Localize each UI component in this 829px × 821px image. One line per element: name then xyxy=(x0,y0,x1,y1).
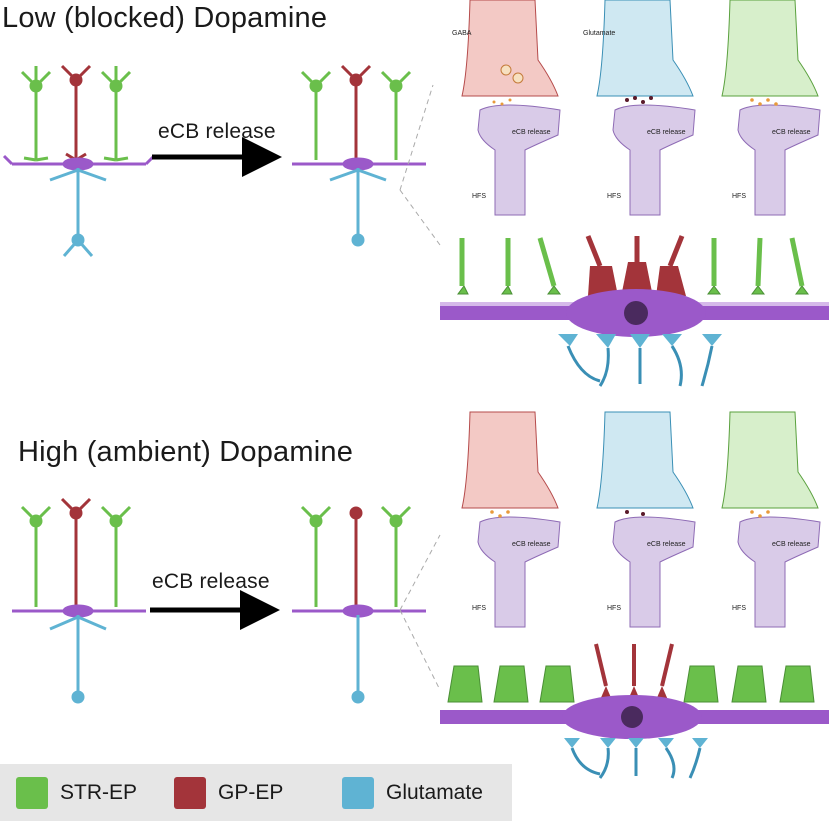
arrow-label-low: eCB release xyxy=(158,120,276,143)
legend-item-glutamate: Glutamate xyxy=(342,776,483,810)
legend-item-str-ep: STR-EP xyxy=(16,776,137,810)
ecb-label: eCB release xyxy=(647,129,686,136)
hfs-label: HFS xyxy=(472,605,486,612)
hfs-label: HFS xyxy=(732,605,746,612)
ecb-label: eCB release xyxy=(772,129,811,136)
legend-label-str-ep: STR-EP xyxy=(60,781,138,804)
synapse-panel-high-gp: eCB release HFS xyxy=(461,411,561,628)
ecb-label: eCB release xyxy=(772,541,811,548)
ecb-label: eCB release xyxy=(647,541,686,548)
heading-high-dopamine: High (ambient) Dopamine xyxy=(18,436,354,468)
arrow-high xyxy=(150,590,280,630)
arrow-label-high: eCB release xyxy=(152,570,270,593)
synapse-panel-low-glu: eCB release HFS Glutamate xyxy=(583,0,696,216)
legend: STR-EP GP-EP Glutamate xyxy=(0,764,512,821)
membrane-schematic-high xyxy=(440,643,829,779)
hfs-label: HFS xyxy=(607,193,621,200)
zoom-guides-high xyxy=(399,534,441,691)
membrane-schematic-low xyxy=(440,235,829,387)
arrow-low xyxy=(152,137,282,177)
zoom-guides-low xyxy=(399,84,441,246)
legend-label-glutamate: Glutamate xyxy=(386,781,483,804)
synapse-panel-high-glu: eCB release HFS xyxy=(596,411,696,628)
neuron-schematic-low-after xyxy=(292,64,426,247)
legend-item-gp-ep: GP-EP xyxy=(174,776,283,810)
legend-swatch-gp-ep xyxy=(174,777,206,809)
gaba-label: GABA xyxy=(452,30,472,37)
synapse-panel-high-str: eCB release HFS xyxy=(721,411,821,628)
legend-label-gp-ep: GP-EP xyxy=(218,781,284,804)
legend-swatch-glutamate xyxy=(342,777,374,809)
ecb-label: eCB release xyxy=(512,541,551,548)
hfs-label: HFS xyxy=(472,193,486,200)
synapse-panel-low-str: eCB release HFS xyxy=(721,0,821,216)
heading-low-dopamine: Low (blocked) Dopamine xyxy=(2,2,328,34)
neuron-schematic-high-before xyxy=(12,497,146,704)
hfs-label: HFS xyxy=(732,193,746,200)
neuron-schematic-low-before xyxy=(2,64,156,257)
glutamate-label: Glutamate xyxy=(583,30,615,37)
legend-swatch-str-ep xyxy=(16,777,48,809)
ecb-label: eCB release xyxy=(512,129,551,136)
hfs-label: HFS xyxy=(607,605,621,612)
neuron-schematic-high-after xyxy=(292,505,426,704)
synapse-panel-low-gp: eCB release HFS GABA xyxy=(452,0,561,216)
